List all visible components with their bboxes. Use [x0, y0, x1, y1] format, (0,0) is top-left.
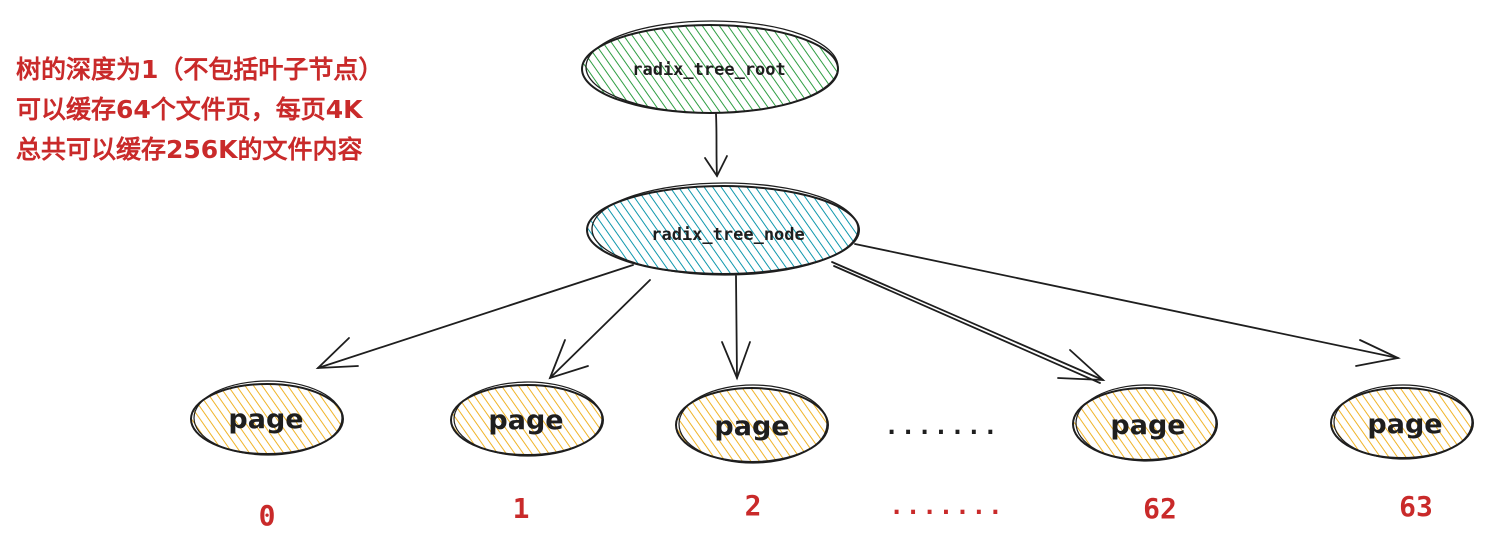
- page-leaf-2: page: [675, 384, 829, 464]
- edge-node-to-page-1: [548, 279, 651, 380]
- page-leaf-0: page: [190, 380, 344, 456]
- edge-node-to-page-62: [831, 261, 1106, 384]
- edge-root-to-node: [704, 113, 728, 178]
- page-index-2: 2: [745, 489, 762, 522]
- annotation-note: 树的深度为1（不包括叶子节点） 可以缓存64个文件页，每页4K 总共可以缓存25…: [16, 50, 383, 170]
- radix-tree-root-node: radix_tree_root: [581, 20, 839, 114]
- page-index-63: 63: [1399, 490, 1433, 523]
- index-ellipsis: .......: [889, 492, 1004, 520]
- radix-tree-internal-node: radix_tree_node: [586, 182, 860, 276]
- annotation-line-total: 总共可以缓存256K的文件内容: [16, 135, 363, 164]
- edge-node-to-page-63: [854, 243, 1401, 367]
- page-label: page: [228, 404, 303, 435]
- annotation-line-capacity: 可以缓存64个文件页，每页4K: [16, 95, 363, 124]
- root-label: radix_tree_root: [632, 60, 786, 80]
- page-index-0: 0: [259, 499, 276, 532]
- edge-node-to-page-0: [315, 264, 634, 370]
- page-label: page: [488, 405, 563, 436]
- annotation-line-depth: 树的深度为1（不包括叶子节点）: [16, 55, 384, 84]
- page-index-62: 62: [1143, 492, 1177, 525]
- page-leaf-1: page: [450, 381, 604, 457]
- page-label: page: [714, 411, 789, 442]
- page-index-1: 1: [513, 492, 530, 525]
- edge-node-to-page-2: [721, 275, 751, 381]
- page-label: page: [1110, 410, 1185, 441]
- page-label: page: [1367, 409, 1442, 440]
- node-label: radix_tree_node: [651, 225, 805, 245]
- page-leaf-62: page: [1072, 384, 1218, 462]
- page-ellipsis: .......: [884, 412, 999, 440]
- page-leaf-63: page: [1330, 384, 1474, 460]
